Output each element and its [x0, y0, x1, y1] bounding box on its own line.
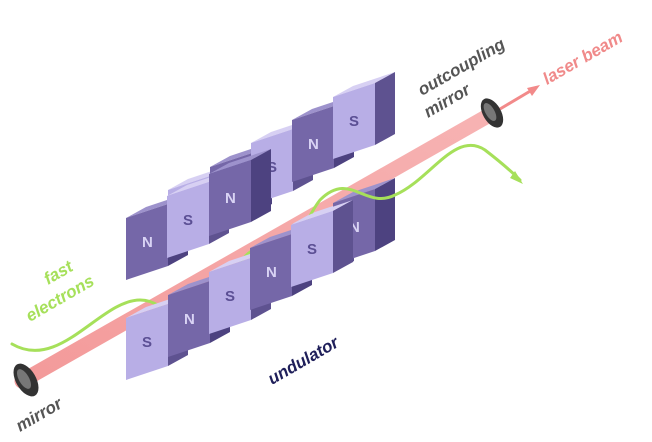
front-magnet-2: N [209, 149, 271, 236]
magnet-pole-label: S [142, 334, 152, 351]
magnet-pole-label: N [308, 136, 319, 153]
magnet-pole-label: S [267, 159, 277, 176]
outcoupling-mirror-icon [480, 98, 504, 128]
back-magnet-4: S [333, 72, 395, 159]
bottom-magnet-row: S N S N S [126, 200, 353, 380]
magnet-pole-label: N [349, 219, 360, 236]
mirror-icon [13, 363, 39, 397]
magnet-pole-label: S [225, 288, 235, 305]
magnet-pole-label: N [225, 190, 236, 207]
mirror-label: mirror [13, 393, 67, 435]
bottom-magnet-4: S [291, 200, 353, 287]
magnet-pole-label: N [266, 264, 277, 281]
magnet-pole-label: N [184, 311, 195, 328]
back-magnet-row: S N S N S [168, 72, 395, 252]
electron-arrowhead [510, 171, 523, 184]
magnet-pole-label: N [142, 234, 153, 251]
laser-beam-arrowhead [527, 85, 540, 96]
magnet-pole-label: S [307, 241, 317, 258]
magnet-pole-label: S [183, 212, 193, 229]
undulator-label: undulator [265, 332, 344, 388]
laser-beam-label: laser beam [540, 28, 626, 89]
magnet-pole-label: S [349, 113, 359, 130]
laser-beam-exit [499, 88, 533, 111]
